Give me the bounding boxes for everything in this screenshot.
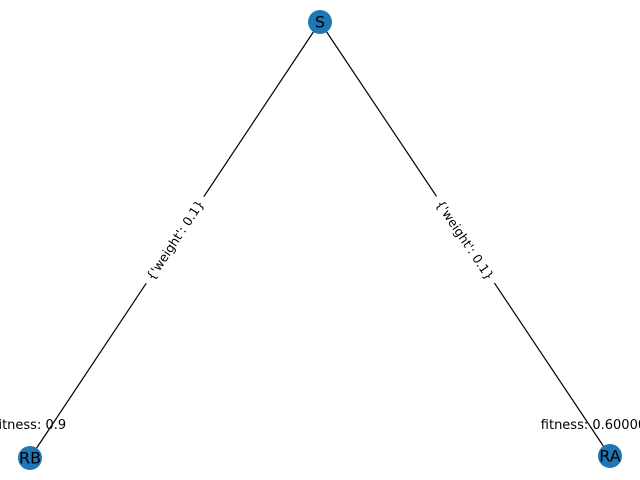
fitness-label-ra: fitness: 0.600000000: [541, 418, 640, 433]
node-circle-rb: [18, 446, 42, 470]
node-s: S: [308, 10, 332, 34]
node-circle-ra: [598, 444, 622, 468]
edge-label-background: [428, 191, 502, 289]
edge-label-text-s-rb: {'weight': 0.1}: [143, 197, 207, 283]
fitness-label-rb: fitness: 0.9: [0, 418, 66, 433]
node-label-ra: RA: [599, 447, 620, 466]
node-label-s: S: [315, 13, 325, 32]
edge-label-background: [138, 191, 212, 289]
edge-label-s-ra: {'weight': 0.1}: [428, 191, 502, 289]
node-label-rb: RB: [19, 449, 41, 468]
node-rb: RB: [18, 446, 42, 470]
edge-label-text-s-ra: {'weight': 0.1}: [433, 197, 497, 283]
node-ra: RA: [598, 444, 622, 468]
edge-label-s-rb: {'weight': 0.1}: [138, 191, 212, 289]
node-circle-s: [308, 10, 332, 34]
